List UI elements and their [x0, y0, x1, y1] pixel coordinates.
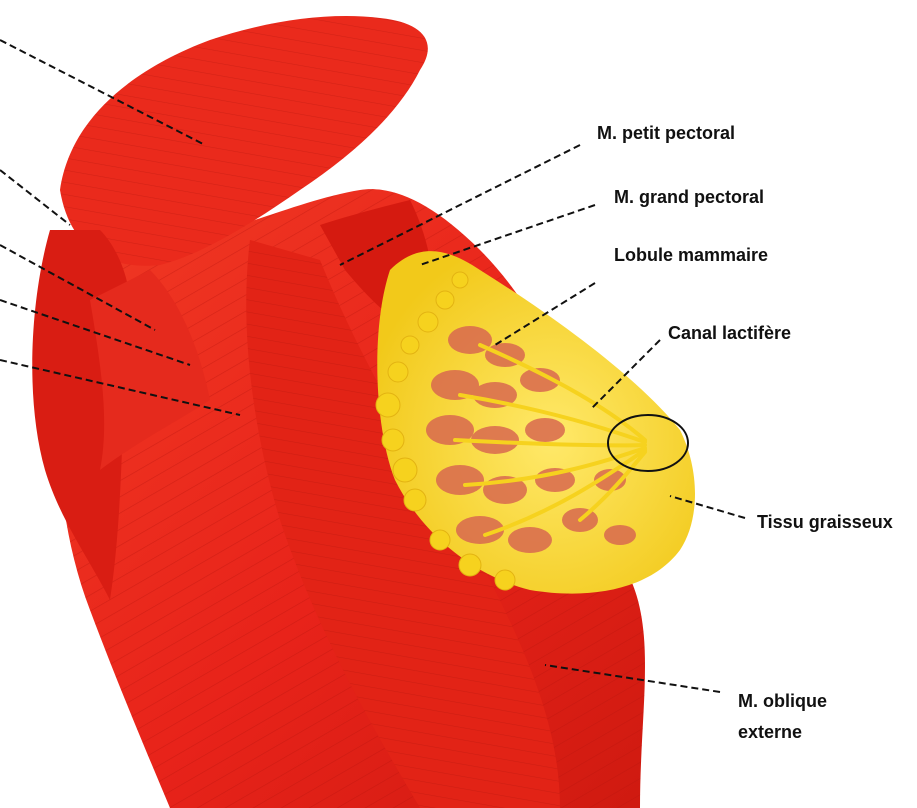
label-lobule-mammaire: Lobule mammaire	[614, 240, 768, 270]
label-oblique-externe-line1: M. oblique	[738, 686, 827, 716]
label-grand-pectoral: M. grand pectoral	[614, 182, 764, 212]
label-canal-lactifere: Canal lactifère	[668, 318, 791, 348]
leader-line	[0, 170, 70, 225]
label-petit-pectoral: M. petit pectoral	[597, 118, 735, 148]
label-tissu-graisseux: Tissu graisseux	[757, 507, 893, 537]
label-oblique-externe-line2: externe	[738, 717, 802, 747]
